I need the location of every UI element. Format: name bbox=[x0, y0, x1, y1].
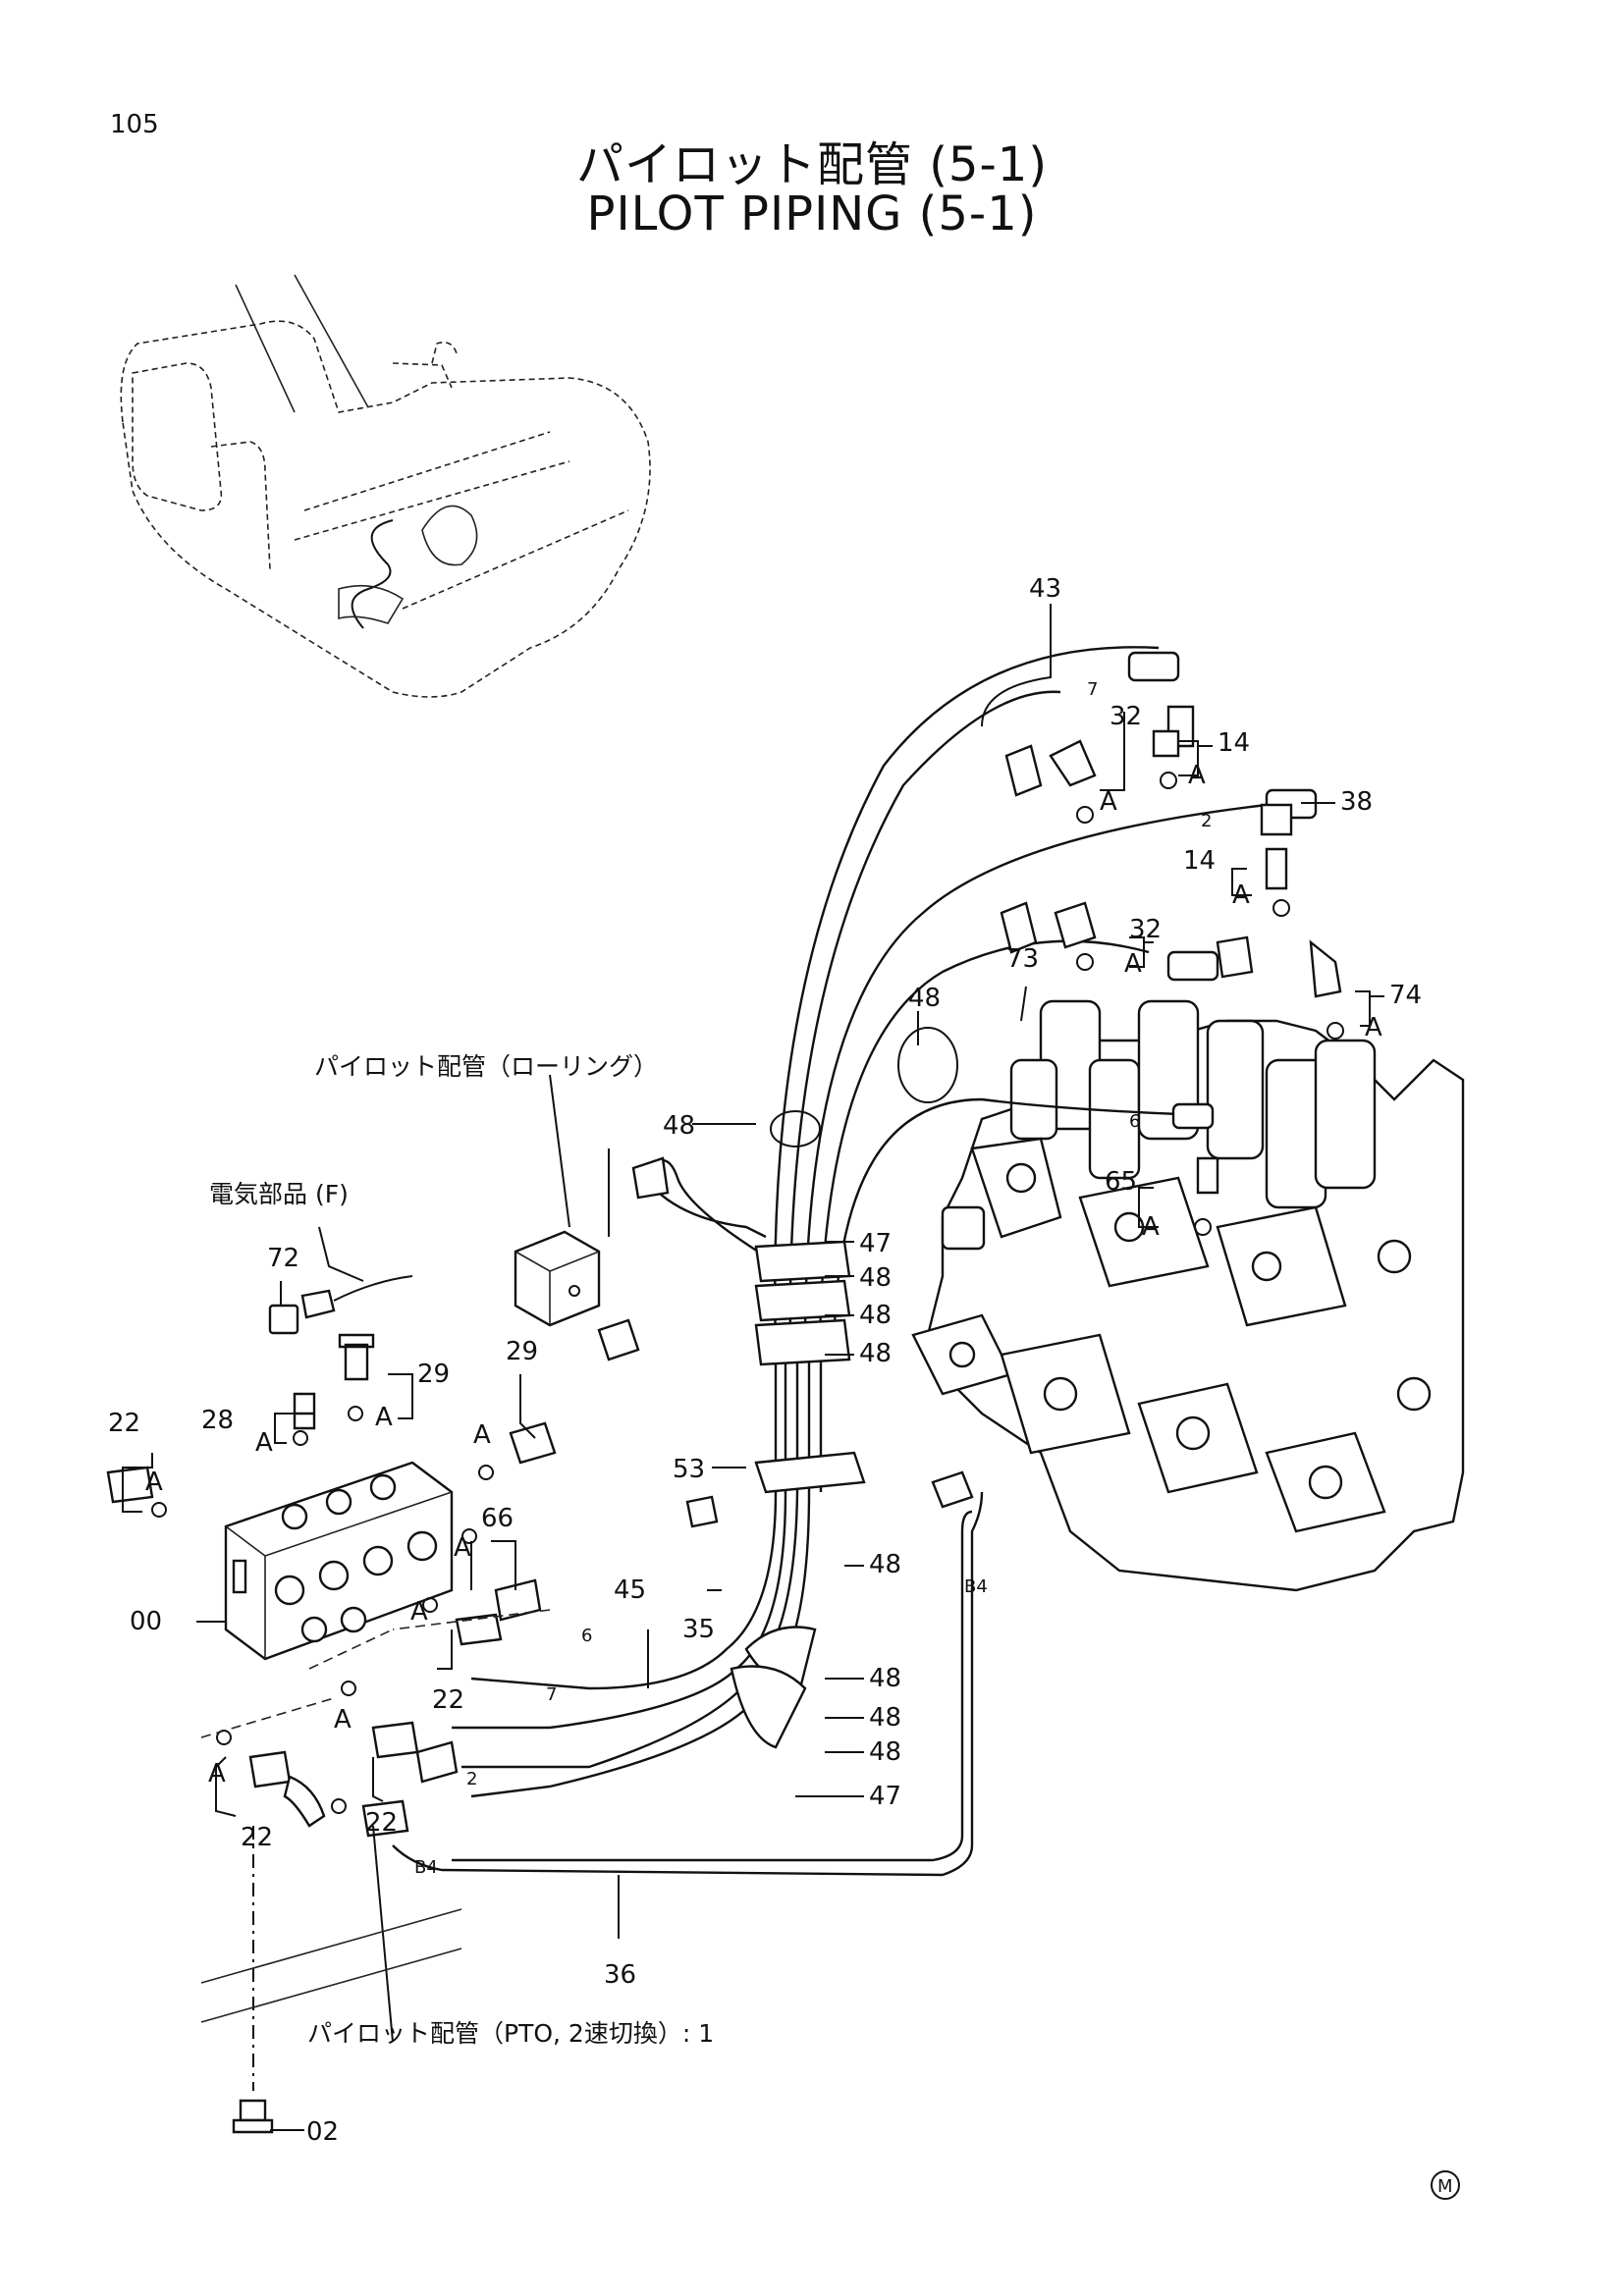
note-electrical-parts: 電気部品 (F) bbox=[209, 1180, 349, 1208]
part-label-74: 74 bbox=[1389, 981, 1422, 1010]
part-label-22-lower: 22 bbox=[365, 1808, 398, 1838]
clamp-loops bbox=[770, 1027, 958, 1148]
part-label-73: 73 bbox=[1006, 944, 1039, 974]
callout-a: A bbox=[1188, 761, 1206, 790]
part-label-47-upper: 47 bbox=[859, 1229, 892, 1258]
footer-mark-circle bbox=[1431, 2170, 1460, 2200]
manifold-block bbox=[224, 1461, 454, 1661]
footer-mark: M bbox=[1437, 2176, 1453, 2197]
callout-a: A bbox=[473, 1420, 491, 1450]
note-pto-pilot-piping: パイロット配管（PTO, 2速切換）: 1 bbox=[307, 2019, 714, 2048]
page-title-japanese: パイロット配管 (5-1) bbox=[575, 137, 1049, 192]
callout-a: A bbox=[454, 1533, 471, 1563]
part-label-36: 36 bbox=[604, 1960, 636, 1990]
part-label-29-left: 29 bbox=[417, 1360, 450, 1389]
part-label-14-upper: 14 bbox=[1218, 728, 1250, 758]
part-label-29-right: 29 bbox=[506, 1337, 538, 1366]
callout-a: A bbox=[334, 1705, 352, 1735]
control-valve bbox=[911, 999, 1465, 1592]
part-label-65: 65 bbox=[1105, 1167, 1137, 1197]
callout-a: A bbox=[1232, 881, 1250, 910]
hose-bundle bbox=[392, 646, 1318, 1877]
callout-a: A bbox=[145, 1468, 163, 1497]
hose-mark-6-bottom: 6 bbox=[581, 1626, 592, 1646]
hose-mark-2-bottom: 2 bbox=[466, 1769, 477, 1789]
part-label-00: 00 bbox=[130, 1607, 162, 1636]
callout-a: A bbox=[1124, 949, 1142, 979]
part-label-48-left: 48 bbox=[663, 1111, 695, 1141]
callout-a: A bbox=[208, 1759, 226, 1789]
manifold-fittings bbox=[106, 1156, 974, 2134]
hose-mark-b4-right: B4 bbox=[964, 1576, 988, 1597]
part-label-48-band-1: 48 bbox=[859, 1263, 892, 1293]
part-label-72: 72 bbox=[267, 1244, 299, 1273]
callout-a: A bbox=[410, 1597, 428, 1627]
excavator-overview bbox=[120, 274, 651, 698]
part-label-47-lower: 47 bbox=[869, 1782, 901, 1811]
part-label-38: 38 bbox=[1340, 787, 1373, 817]
leader-lines bbox=[122, 604, 1384, 2131]
part-label-48-loop: 48 bbox=[908, 984, 941, 1013]
part-label-02: 02 bbox=[306, 2117, 339, 2147]
part-label-43: 43 bbox=[1029, 574, 1061, 604]
hose-mark-7-top: 7 bbox=[1087, 679, 1098, 700]
page-number: 105 bbox=[110, 110, 159, 139]
part-label-66: 66 bbox=[481, 1504, 514, 1533]
part-label-48-lower-1: 48 bbox=[869, 1550, 901, 1579]
part-label-22-center: 22 bbox=[432, 1685, 464, 1715]
part-label-28: 28 bbox=[201, 1406, 234, 1435]
hose-mark-7-bottom: 7 bbox=[546, 1684, 557, 1705]
callout-a: A bbox=[1365, 1013, 1382, 1042]
part-label-48-band-3: 48 bbox=[859, 1339, 892, 1368]
note-rolling-pilot-piping: パイロット配管（ローリング） bbox=[314, 1052, 658, 1081]
callout-a: A bbox=[375, 1403, 393, 1432]
part-label-22-bottom: 22 bbox=[241, 1823, 273, 1852]
hose-mark-6-top: 6 bbox=[1129, 1111, 1140, 1132]
part-label-32-lower: 32 bbox=[1129, 915, 1162, 944]
part-label-35: 35 bbox=[682, 1615, 715, 1644]
part-label-45: 45 bbox=[614, 1575, 646, 1605]
part-label-48-lower-4: 48 bbox=[869, 1737, 901, 1767]
callout-a: A bbox=[1142, 1212, 1160, 1242]
part-label-32-upper: 32 bbox=[1110, 702, 1142, 731]
rolling-block bbox=[514, 1230, 601, 1327]
hose-mark-b4-left: B4 bbox=[414, 1857, 438, 1878]
valve-fittings bbox=[1049, 705, 1344, 1236]
hose-mark-2-top: 2 bbox=[1201, 811, 1212, 831]
callout-a: A bbox=[255, 1428, 273, 1458]
part-label-48-band-2: 48 bbox=[859, 1301, 892, 1330]
callout-a: A bbox=[1100, 787, 1117, 817]
part-label-48-lower-2: 48 bbox=[869, 1664, 901, 1693]
page-title-english: PILOT PIPING (5-1) bbox=[586, 187, 1038, 241]
part-label-48-lower-3: 48 bbox=[869, 1703, 901, 1733]
electrical-connector bbox=[268, 1275, 413, 1335]
part-label-14-lower: 14 bbox=[1183, 846, 1216, 876]
part-label-22-left: 22 bbox=[108, 1409, 140, 1438]
part-label-53: 53 bbox=[673, 1455, 705, 1484]
